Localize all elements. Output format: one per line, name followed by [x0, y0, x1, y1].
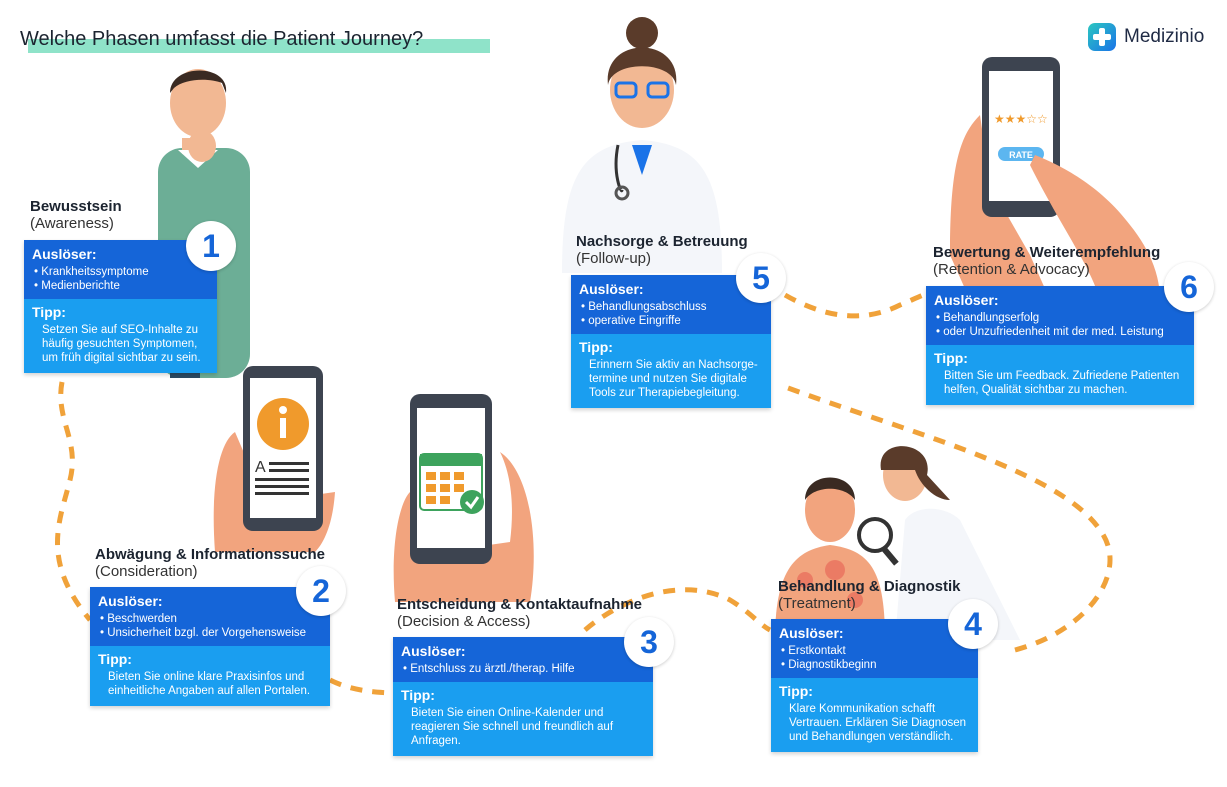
tip-section: Tipp: Klare Kommunikation schafft Vertra… [771, 678, 978, 752]
tip-section: Tipp: Setzen Sie auf SEO-Inhalte zu häuf… [24, 299, 217, 373]
phase-3: Entscheidung & Kontaktaufnahme (Decision… [397, 596, 642, 634]
tip-section: Tipp: Erinnern Sie aktiv an Nachsorge-te… [571, 334, 771, 408]
trigger-item: Diagnostikbeginn [779, 658, 970, 672]
phase-card-1: Auslöser: Krankheitssymptome Medienberic… [24, 240, 217, 373]
phone-rating-illustration: ★★★☆☆ RATE [950, 57, 1160, 300]
phase-subtitle: (Consideration) [95, 563, 198, 580]
phase-title: Entscheidung & Kontaktaufnahme [397, 596, 643, 613]
trigger-heading: Auslöser: [579, 281, 644, 297]
tip-text: Bieten Sie online klare Praxisinfos und … [108, 671, 311, 697]
phase-2: Abwägung & Informationssuche (Considerat… [95, 546, 325, 584]
phase-title: Abwägung & Informationssuche [95, 546, 326, 563]
phase-number-1: 1 [186, 221, 236, 271]
trigger-item: Entschluss zu ärztl./therap. Hilfe [401, 662, 645, 676]
brand-logo: Medizinio [1088, 23, 1204, 51]
trigger-section: Auslöser: Krankheitssymptome Medienberic… [24, 240, 217, 299]
trigger-list: Behandlungserfolg oder Unzufriedenheit m… [934, 311, 1186, 339]
tip-section: Tipp: Bitten Sie um Feedback. Zufriedene… [926, 345, 1194, 405]
tip-heading: Tipp: [98, 651, 132, 667]
tip-heading: Tipp: [579, 339, 613, 355]
trigger-item: oder Unzufriedenheit mit der med. Leistu… [934, 325, 1186, 339]
tip-heading: Tipp: [401, 687, 435, 703]
page-title-wrap: Welche Phasen umfasst die Patient Journe… [20, 28, 490, 53]
phase-number-4: 4 [948, 599, 998, 649]
phone-calendar-illustration [393, 394, 534, 602]
phase-number-6: 6 [1164, 262, 1214, 312]
phone-text-letter: A [255, 459, 266, 476]
phase-title: Bewusstsein [30, 198, 122, 215]
tip-heading: Tipp: [934, 350, 968, 366]
phase-5: Nachsorge & Betreuung (Follow-up) [576, 233, 748, 271]
trigger-item: Erstkontakt [779, 644, 970, 658]
phase-subtitle: (Treatment) [778, 595, 856, 612]
trigger-item: Behandlungserfolg [934, 311, 1186, 325]
phase-title: Behandlung & Diagnostik [778, 578, 961, 595]
tip-heading: Tipp: [32, 304, 66, 320]
trigger-item: Krankheitssymptome [32, 265, 209, 279]
rate-button-label: RATE [1009, 150, 1033, 160]
trigger-heading: Auslöser: [401, 643, 466, 659]
trigger-section: Auslöser: Behandlungserfolg oder Unzufri… [926, 286, 1194, 345]
tip-heading: Tipp: [779, 683, 813, 699]
phase-4: Behandlung & Diagnostik (Treatment) [778, 578, 961, 616]
phase-title: Nachsorge & Betreuung [576, 233, 748, 250]
brand-name: Medizinio [1124, 26, 1205, 47]
phase-card-3: Auslöser: Entschluss zu ärztl./therap. H… [393, 637, 653, 756]
phone-info-illustration: A [213, 366, 335, 552]
trigger-list: Behandlungsabschluss operative Eingriffe [579, 300, 763, 328]
phase-card-5: Auslöser: Behandlungsabschluss operative… [571, 275, 771, 408]
phase-card-4: Auslöser: Erstkontakt Diagnostikbeginn T… [771, 619, 978, 752]
tip-section: Tipp: Bieten Sie online klare Praxisinfo… [90, 646, 330, 706]
phase-number-5: 5 [736, 253, 786, 303]
tip-section: Tipp: Bieten Sie einen Online-Kalender u… [393, 682, 653, 756]
trigger-heading: Auslöser: [32, 246, 97, 262]
tip-text: Bitten Sie um Feedback. Zufriedene Patie… [944, 370, 1180, 396]
medical-cross-icon [1088, 23, 1116, 51]
phase-6: Bewertung & Weiterempfehlung (Retention … [933, 244, 1160, 282]
phase-subtitle: (Awareness) [30, 215, 114, 232]
trigger-list: Beschwerden Unsicherheit bzgl. der Vorge… [98, 612, 322, 640]
trigger-item: operative Eingriffe [579, 314, 763, 328]
trigger-section: Auslöser: Beschwerden Unsicherheit bzgl.… [90, 587, 330, 646]
trigger-item: Behandlungsabschluss [579, 300, 763, 314]
phase-card-6: Auslöser: Behandlungserfolg oder Unzufri… [926, 286, 1194, 405]
tip-text: Erinnern Sie aktiv an Nachsorge-termine … [589, 359, 758, 399]
phase-title: Bewertung & Weiterempfehlung [933, 244, 1161, 261]
phase-subtitle: (Retention & Advocacy) [933, 261, 1090, 278]
trigger-list: Erstkontakt Diagnostikbeginn [779, 644, 970, 672]
phase-1: Bewusstsein (Awareness) [30, 198, 122, 236]
phase-number-3: 3 [624, 617, 674, 667]
trigger-heading: Auslöser: [98, 593, 163, 609]
phase-number-2: 2 [296, 566, 346, 616]
trigger-item: Medienberichte [32, 279, 209, 293]
trigger-section: Auslöser: Erstkontakt Diagnostikbeginn [771, 619, 978, 678]
trigger-item: Beschwerden [98, 612, 322, 626]
stars-icon: ★★★☆☆ [994, 112, 1048, 126]
trigger-heading: Auslöser: [779, 625, 844, 641]
phase-card-2: Auslöser: Beschwerden Unsicherheit bzgl.… [90, 587, 330, 706]
trigger-list: Entschluss zu ärztl./therap. Hilfe [401, 662, 645, 676]
phase-subtitle: (Decision & Access) [397, 613, 531, 630]
tip-text: Klare Kommunikation schafft Vertrauen. E… [789, 703, 967, 743]
trigger-item: Unsicherheit bzgl. der Vorgehensweise [98, 626, 322, 640]
tip-text: Setzen Sie auf SEO-Inhalte zu häufig ges… [42, 324, 201, 364]
trigger-list: Krankheitssymptome Medienberichte [32, 265, 209, 293]
tip-text: Bieten Sie einen Online-Kalender und rea… [411, 707, 614, 747]
phase-subtitle: (Follow-up) [576, 250, 652, 267]
doctor-illustration [562, 17, 722, 273]
trigger-section: Auslöser: Entschluss zu ärztl./therap. H… [393, 637, 653, 682]
title-highlight [28, 39, 490, 53]
page-title: Welche Phasen umfasst die Patient Journe… [20, 28, 424, 50]
trigger-heading: Auslöser: [934, 292, 999, 308]
